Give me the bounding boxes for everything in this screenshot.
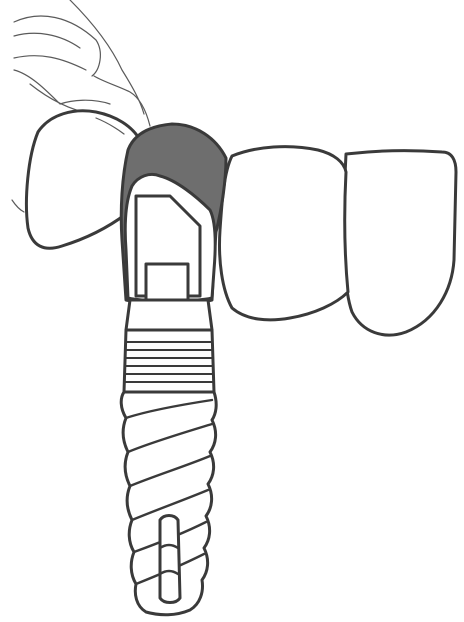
right-tooth-near xyxy=(220,147,349,320)
implant-neck xyxy=(126,300,212,330)
apical-slot xyxy=(160,516,180,603)
implant-collar xyxy=(124,330,214,392)
right-tooth-far xyxy=(343,151,456,335)
screw-channel xyxy=(146,264,188,300)
